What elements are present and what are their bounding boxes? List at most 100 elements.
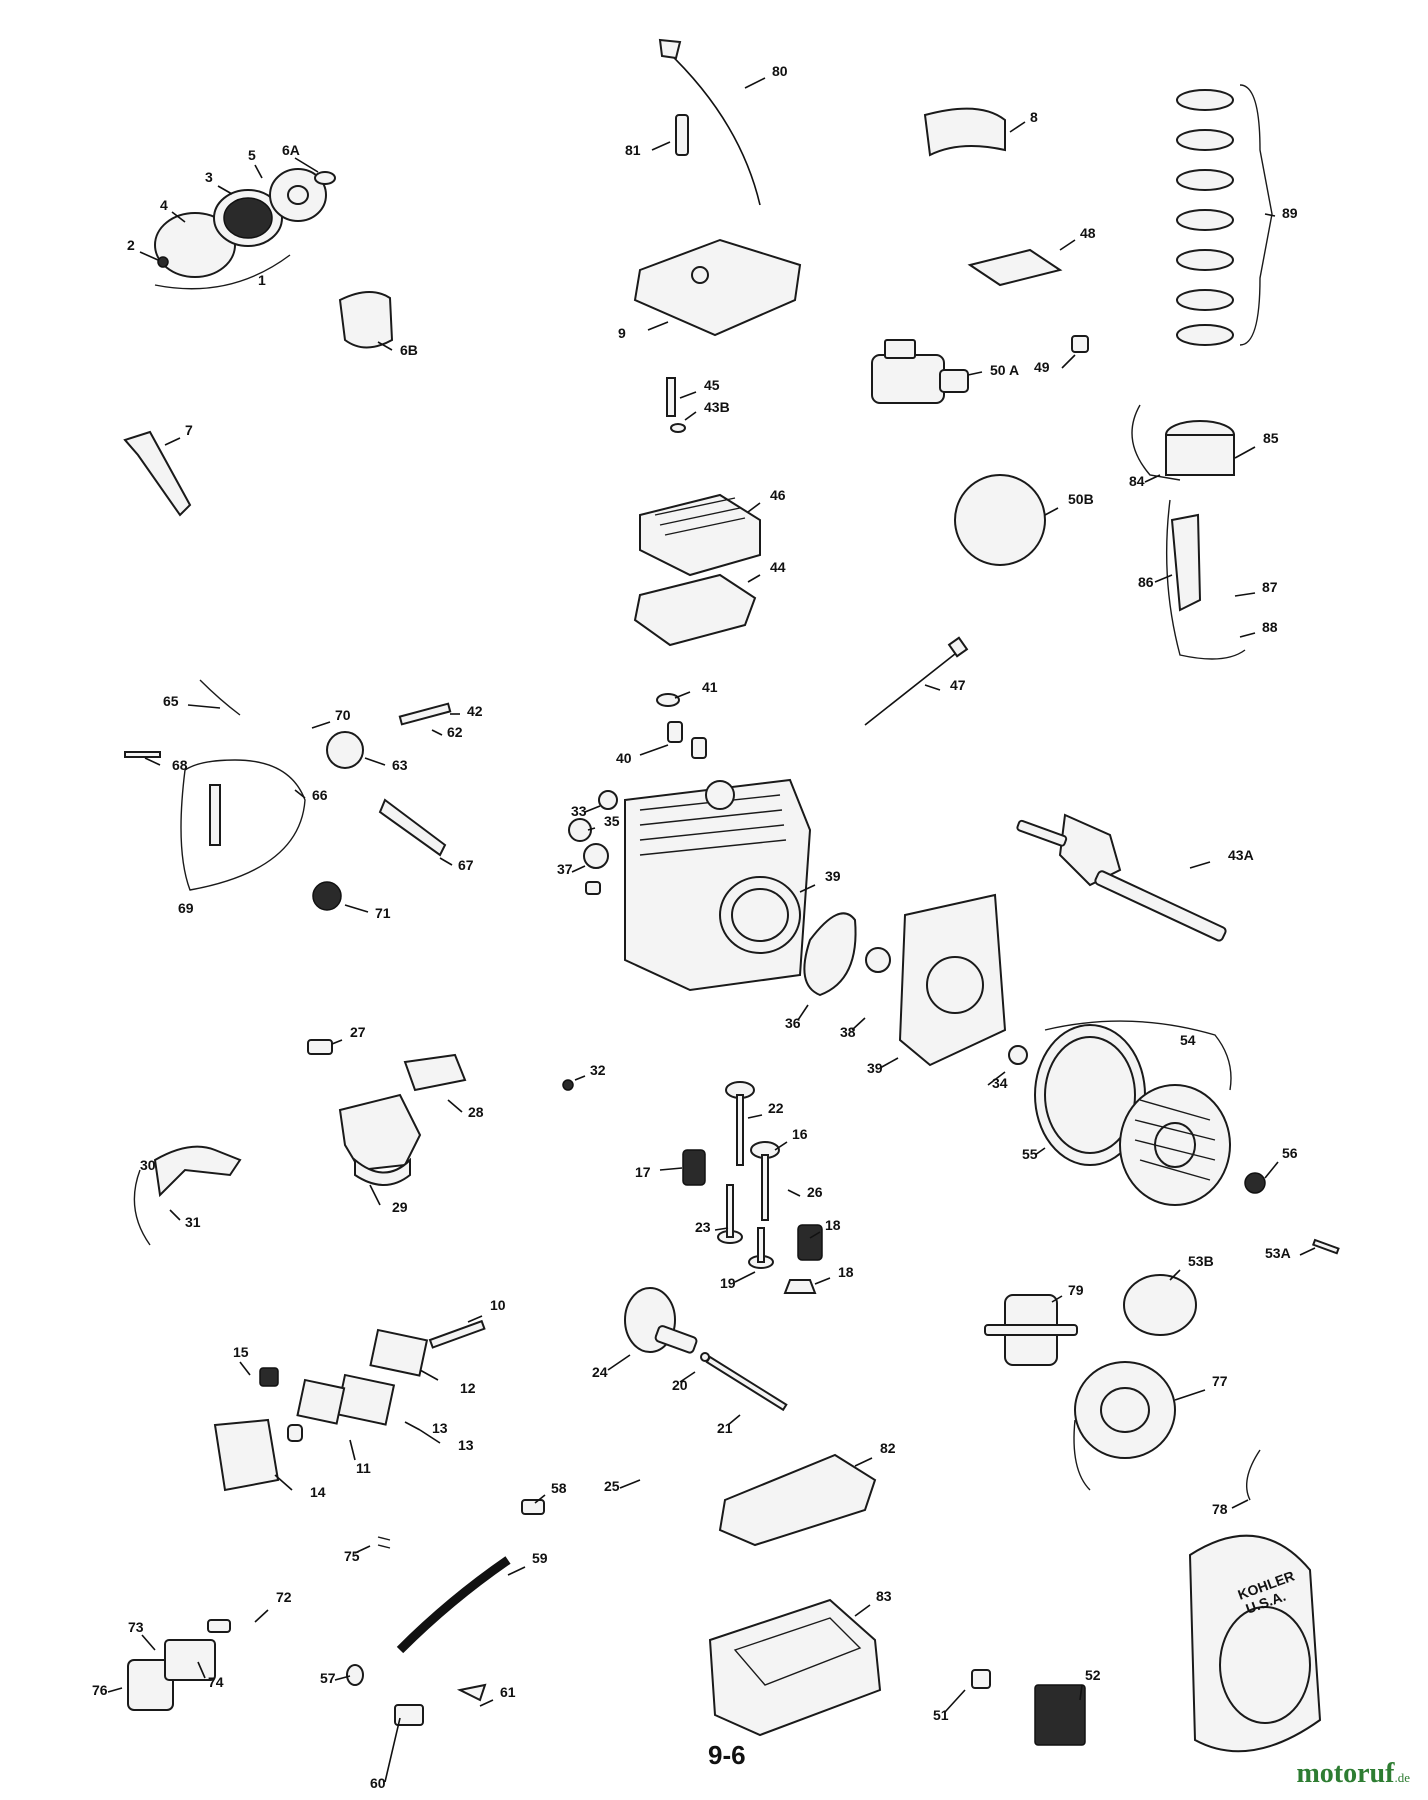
leader-line	[217, 185, 233, 195]
leader-line	[467, 1315, 483, 1323]
leader-line	[1034, 1147, 1046, 1156]
leader-line	[254, 1609, 269, 1623]
part-label: 89	[1282, 205, 1298, 221]
leader-line	[311, 721, 331, 729]
leader-line	[607, 1354, 631, 1371]
part-label: 78	[1212, 1501, 1228, 1517]
part-label: 58	[551, 1480, 567, 1496]
leader-line	[507, 1566, 526, 1576]
leader-line	[1174, 1389, 1206, 1401]
leader-line	[584, 805, 601, 813]
part-label: 15	[233, 1344, 249, 1360]
leader-line	[734, 1271, 756, 1283]
governor-group	[124, 679, 452, 911]
part-label: 60	[370, 1775, 386, 1791]
part-label: 66	[312, 787, 328, 803]
leader-line	[1299, 1247, 1316, 1256]
leader-line	[879, 1057, 899, 1069]
leader-line	[107, 1687, 123, 1693]
leader-line	[294, 789, 306, 799]
spark-plug-group	[658, 38, 761, 206]
part-label: 37	[557, 861, 573, 877]
part-label: 54	[1180, 1032, 1196, 1048]
leader-line	[987, 1071, 1006, 1086]
leader-line	[651, 141, 671, 151]
part-49-dipstick	[864, 649, 961, 726]
leader-line	[1264, 1161, 1279, 1179]
leader-line	[587, 827, 596, 831]
part-label: 70	[335, 707, 351, 723]
part-label: 63	[392, 757, 408, 773]
leader-line	[369, 1184, 381, 1206]
leader-line	[1144, 474, 1161, 483]
leader-line	[684, 411, 697, 421]
part-label: 19	[720, 1275, 736, 1291]
part-label: 49	[1034, 359, 1050, 375]
part-label: 81	[625, 142, 641, 158]
page-number: 9-6	[708, 1740, 746, 1770]
leader-line	[354, 1545, 371, 1554]
part-label: 42	[467, 703, 483, 719]
watermark-logo: motoruf.de	[1296, 1758, 1410, 1790]
part-50a-gasket	[967, 248, 1063, 287]
part-label: 35	[604, 813, 620, 829]
part-label: 43A	[1228, 847, 1254, 863]
part-51-starter	[871, 339, 969, 404]
part-label: 46	[770, 487, 786, 503]
part-label: 56	[1282, 1145, 1298, 1161]
leader-line	[1231, 1499, 1249, 1509]
part-label: 17	[635, 1164, 651, 1180]
leader-line	[1169, 1269, 1181, 1281]
part-label: 84	[1129, 473, 1145, 489]
carburetor-group	[133, 1039, 467, 1246]
part-10-plate	[633, 238, 802, 337]
part-label: 16	[792, 1126, 808, 1142]
leader-line	[619, 1479, 641, 1489]
leader-line	[447, 1099, 463, 1113]
leader-line	[439, 857, 453, 866]
leader-line	[294, 157, 319, 173]
part-label: 14	[310, 1484, 326, 1500]
part-label: 36	[785, 1015, 801, 1031]
part-label: 87	[1262, 579, 1278, 595]
fuel-pump-group	[127, 1619, 231, 1711]
part-label: 3	[205, 169, 213, 185]
part-label: 44	[770, 559, 786, 575]
leader-line	[1079, 1684, 1083, 1701]
part-label: 59	[532, 1550, 548, 1566]
valve-group	[682, 1081, 823, 1294]
leader-line	[254, 164, 263, 179]
leader-line	[679, 1371, 696, 1383]
part-44-crankshaft	[1016, 813, 1227, 942]
leader-line	[944, 1689, 966, 1713]
leader-line	[674, 691, 691, 699]
leader-line	[814, 1277, 831, 1285]
part-label: 40	[616, 750, 632, 766]
part-label: 22	[768, 1100, 784, 1116]
part-37-gasket	[803, 912, 857, 997]
leader-line	[431, 729, 443, 736]
leader-line	[479, 1699, 494, 1707]
part-label: 4	[160, 197, 168, 213]
leader-line	[647, 321, 669, 331]
leader-line	[419, 1429, 441, 1444]
leader-line	[851, 1017, 866, 1031]
part-label: 48	[1080, 225, 1096, 241]
leader-line	[747, 1114, 763, 1119]
leader-line	[419, 1369, 439, 1381]
part-46-head-gasket	[633, 573, 757, 647]
part-label: 71	[375, 905, 391, 921]
part-label: 29	[392, 1199, 408, 1215]
part-label: 77	[1212, 1373, 1228, 1389]
part-label: 20	[672, 1377, 688, 1393]
leader-line	[141, 1634, 156, 1651]
leader-line	[571, 865, 586, 873]
leader-line	[639, 744, 669, 756]
leader-lines	[107, 77, 1316, 1783]
leader-line	[967, 371, 983, 376]
part-91-piston-rings	[1176, 84, 1273, 346]
part-label: 39	[867, 1060, 883, 1076]
leader-line	[197, 1661, 206, 1679]
breather-group	[213, 1319, 486, 1492]
leader-line	[164, 437, 181, 446]
